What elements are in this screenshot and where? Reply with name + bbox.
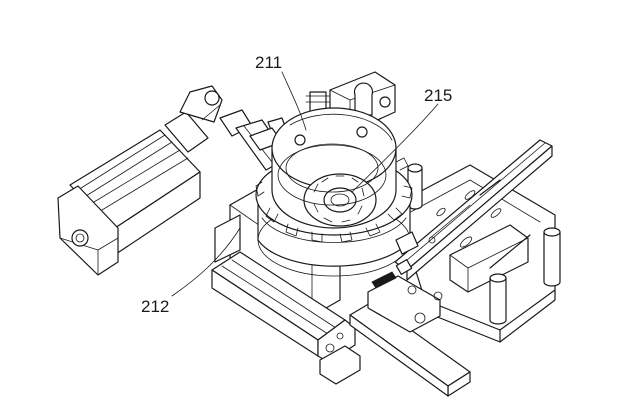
support-post-right: [543, 227, 561, 287]
front-slide-bar: [349, 259, 471, 397]
callout-215: 215: [424, 86, 452, 105]
slide-cylinder-front: [211, 251, 361, 385]
rotary-wheel-assembly: [255, 107, 413, 277]
callout-212: 212: [141, 297, 169, 316]
callout-211: 211: [255, 53, 282, 72]
support-post-front: [489, 273, 507, 325]
leader-lines: [171, 71, 439, 297]
base-plate: [394, 164, 556, 343]
fastener-cluster: [294, 126, 436, 255]
pneumatic-cylinder-left: [57, 85, 223, 276]
